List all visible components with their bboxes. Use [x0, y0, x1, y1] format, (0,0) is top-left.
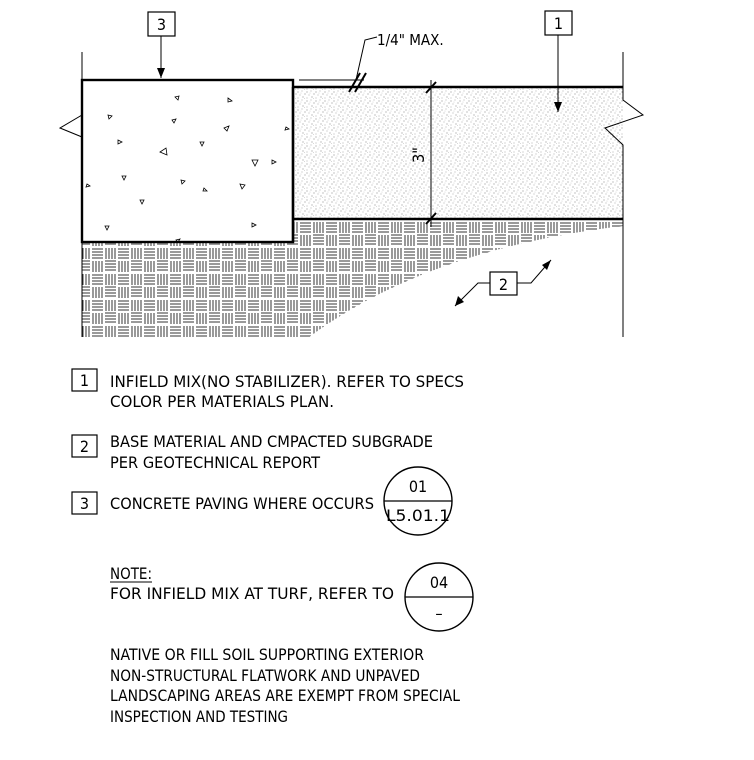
callout-2 — [454, 259, 552, 307]
break-lines — [58, 52, 645, 337]
legend-item-2-line-1: BASE MATERIAL AND CMPACTED SUBGRADE — [110, 432, 433, 451]
detail-ref-2-sheet: – — [435, 604, 442, 623]
legend-tag-3: 3 — [80, 494, 89, 513]
depth-dimension-label: 3" — [409, 147, 428, 163]
exemption-line-2: NON-STRUCTURAL FLATWORK AND UNPAVED — [110, 666, 420, 685]
exemption-line-1: NATIVE OR FILL SOIL SUPPORTING EXTERIOR — [110, 645, 424, 664]
detail-ref-1-number: 01 — [409, 477, 427, 496]
legend-tag-2-box — [71, 434, 98, 458]
detail-ref-2-number: 04 — [430, 573, 448, 592]
note-block: NOTE: FOR INFIELD MIX AT TURF, REFER TO — [110, 564, 394, 603]
legend-tag-1-box — [71, 368, 98, 392]
callout-2-label: 2 — [499, 275, 508, 294]
detail-ref-1-sheet: L5.01.1 — [386, 506, 450, 525]
callout-3-label: 3 — [157, 15, 166, 34]
detail-reference-bubble-1[interactable]: 01 L5.01.1 — [383, 466, 453, 536]
joint-fraction: 1/4" — [377, 31, 405, 49]
detail-reference-bubble-2[interactable]: 04 – — [404, 562, 474, 632]
legend-item-1-line-2: COLOR PER MATERIALS PLAN. — [110, 392, 334, 411]
depth-dimension — [425, 80, 437, 227]
callout-1 — [544, 10, 573, 112]
joint-max-label: 1/4" MAX. — [377, 31, 444, 49]
legend-item-2-line-2: PER GEOTECHNICAL REPORT — [110, 453, 320, 472]
concrete-paving — [80, 78, 295, 244]
exemption-line-3: LANDSCAPING AREAS ARE EXEMPT FROM SPECIA… — [110, 686, 460, 705]
legend-tag-2: 2 — [80, 437, 89, 456]
legend: 1 INFIELD MIX(NO STABILIZER). REFER TO S… — [71, 368, 464, 515]
legend-item-3-line-1: CONCRETE PAVING WHERE OCCURS — [110, 494, 374, 513]
exemption-line-4: INSPECTION AND TESTING — [110, 707, 288, 726]
joint-dimension — [299, 36, 378, 93]
note-heading: NOTE: — [110, 564, 152, 583]
exemption-note: NATIVE OR FILL SOIL SUPPORTING EXTERIOR … — [110, 645, 460, 726]
note-text: FOR INFIELD MIX AT TURF, REFER TO — [110, 584, 394, 603]
joint-max-word: MAX. — [405, 31, 444, 49]
legend-tag-1: 1 — [80, 371, 89, 390]
subgrade-layer — [82, 219, 624, 350]
legend-tag-3-box — [71, 491, 98, 515]
legend-item-1-line-1: INFIELD MIX(NO STABILIZER). REFER TO SPE… — [110, 372, 464, 391]
infield-mix-layer — [291, 85, 623, 242]
callout-3 — [147, 11, 176, 78]
callout-1-label: 1 — [554, 14, 563, 33]
